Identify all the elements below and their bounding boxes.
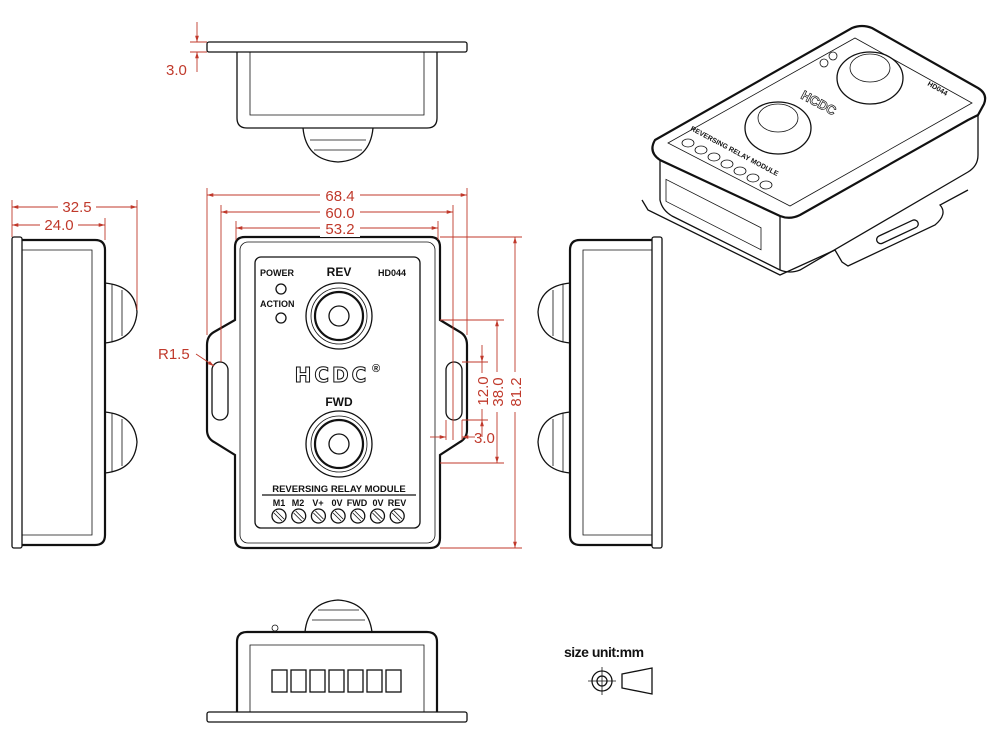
terminal-label: REV	[388, 498, 407, 508]
terminal-screw[interactable]	[369, 508, 386, 524]
action-led	[275, 312, 287, 324]
terminal-label: M2	[292, 498, 305, 508]
dim-overall-height: 81.2	[508, 377, 525, 406]
dim-side-depth-body: 24.0	[44, 217, 73, 234]
terminal-label: M1	[273, 498, 286, 508]
terminal-screw[interactable]	[291, 508, 307, 524]
fwd-label: FWD	[325, 395, 353, 409]
terminal-screw[interactable]	[271, 508, 287, 524]
terminal-opening	[366, 669, 383, 693]
dim-slot-spacing: 60.0	[325, 205, 354, 222]
iso-terminal-hole	[681, 138, 695, 148]
terminal-opening	[385, 669, 402, 693]
terminal-opening	[290, 669, 307, 693]
fwd-button[interactable]	[305, 410, 373, 478]
dim-ear-height: 38.0	[490, 377, 507, 406]
dim-corner-radius: R1.5	[158, 346, 190, 363]
terminal-labels: M1 M2 V+ 0V FWD 0V REV	[273, 498, 407, 508]
terminal-opening	[309, 669, 326, 693]
top-view: 3.0	[166, 22, 468, 163]
terminal-screw[interactable]	[350, 508, 366, 524]
dim-slot-length: 12.0	[475, 376, 492, 405]
iso-terminal-hole	[733, 166, 747, 176]
isometric-view: HCDC HD044 REVERSING RELAY MODULE	[641, 24, 987, 276]
iso-model-label: HD044	[926, 81, 948, 98]
terminal-screw[interactable]	[310, 508, 327, 524]
dim-side-depth-total: 32.5	[62, 199, 91, 216]
unit-note: size unit:mm	[564, 644, 644, 660]
iso-terminal-hole	[720, 159, 734, 169]
terminal-label: FWD	[347, 498, 368, 508]
terminal-screws	[271, 508, 405, 524]
terminal-label: 0V	[331, 498, 342, 508]
dim-body-width: 53.2	[325, 221, 354, 238]
iso-terminal-hole	[707, 152, 721, 162]
terminal-opening	[271, 669, 288, 693]
power-label: POWER	[260, 268, 295, 278]
terminal-label: 0V	[372, 498, 383, 508]
dim-overall-width: 68.4	[325, 188, 354, 205]
iso-terminal-hole	[694, 145, 708, 155]
terminal-label: V+	[312, 498, 323, 508]
iso-terminal-hole	[746, 173, 760, 183]
dim-plate-thickness: 3.0	[166, 62, 187, 79]
rev-button[interactable]	[305, 282, 373, 350]
rev-label: REV	[327, 265, 352, 279]
bottom-view	[206, 599, 468, 723]
terminal-opening	[328, 669, 345, 693]
terminal-openings	[271, 669, 402, 693]
terminal-screw[interactable]	[330, 508, 346, 524]
brand-logo: HCDC	[295, 363, 370, 387]
left-side-view: 32.5 24.0	[11, 198, 138, 549]
right-side-view	[537, 236, 663, 549]
left-mount-slot	[211, 361, 229, 421]
terminal-opening	[347, 669, 364, 693]
action-label: ACTION	[260, 299, 295, 309]
registered-mark: ®	[372, 363, 380, 375]
dim-slot-width: 3.0	[474, 430, 495, 447]
module-name: REVERSING RELAY MODULE	[272, 484, 406, 495]
right-mount-slot	[445, 361, 463, 421]
iso-terminal-hole	[759, 180, 773, 190]
terminal-screw[interactable]	[389, 508, 405, 524]
power-led	[275, 283, 287, 295]
model-label: HD044	[378, 268, 406, 278]
projection-symbol-icon	[588, 667, 653, 695]
front-view: POWER ACTION HD044 REV HCDC ® FWD REVERS…	[158, 186, 525, 550]
iso-brand-logo: HCDC	[799, 87, 840, 118]
